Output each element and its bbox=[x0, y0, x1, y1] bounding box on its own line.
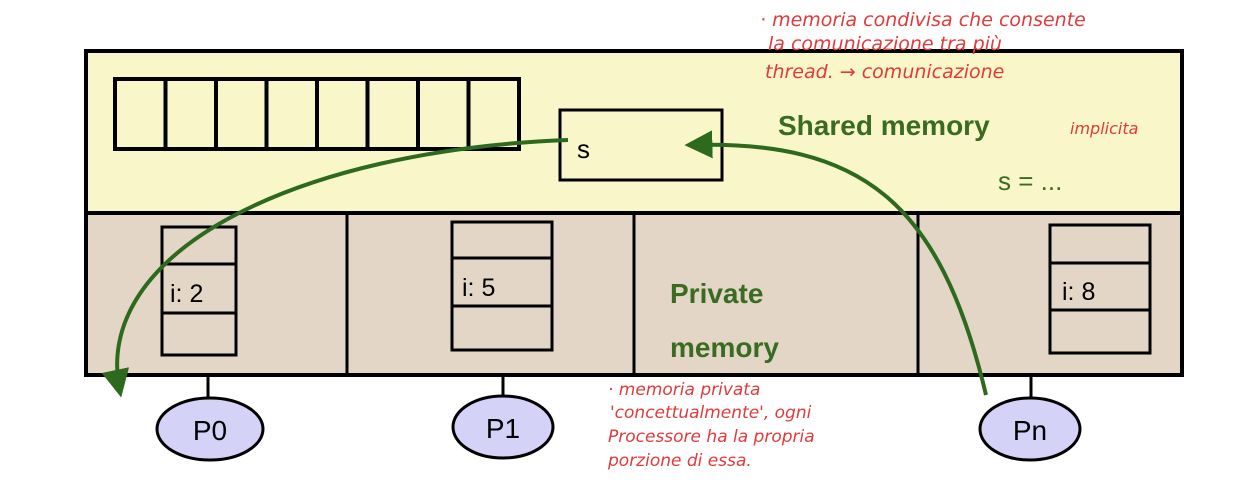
shared-array-cell bbox=[466, 77, 521, 151]
shared-array-cell bbox=[315, 77, 370, 151]
private-cell-value: i: 8 bbox=[1062, 278, 1095, 306]
handwritten-note-shared: · memoria condivisa che consente la comu… bbox=[760, 9, 1138, 138]
note-line: porzione di essa. bbox=[607, 451, 752, 471]
note-line: implicita bbox=[1070, 119, 1138, 138]
processor-p1: P1 bbox=[451, 394, 555, 460]
private-stack-pn: i: 8 bbox=[1048, 223, 1152, 355]
private-cell-value: i: 2 bbox=[170, 280, 203, 308]
private-stack-p0: i: 2 bbox=[160, 225, 238, 357]
arrow-shared-s-to-p0 bbox=[101, 138, 569, 398]
processor-label: P0 bbox=[193, 415, 227, 446]
private-cell-value: i: 5 bbox=[462, 274, 495, 302]
handwritten-note-private: · memoria privata 'concettualmente', ogn… bbox=[607, 380, 815, 471]
processor-p0: P0 bbox=[155, 396, 265, 462]
shared-array-cell bbox=[113, 77, 168, 151]
processor-label: Pn bbox=[1013, 415, 1047, 446]
note-line: la comunicazione tra più bbox=[768, 33, 1002, 55]
private-memory-label-line1: Private bbox=[670, 278, 763, 309]
shared-array-cell bbox=[264, 77, 319, 151]
shared-array-cell bbox=[416, 77, 471, 151]
note-line: Processore ha la propria bbox=[608, 427, 815, 447]
shared-memory-label: Shared memory bbox=[778, 110, 990, 141]
note-line: thread. → comunicazione bbox=[765, 61, 1004, 83]
note-line: · memoria privata bbox=[608, 380, 760, 400]
shared-array bbox=[113, 77, 521, 151]
private-stack-p1: i: 5 bbox=[450, 220, 554, 352]
shared-array-cell bbox=[163, 77, 218, 151]
note-line: 'concettualmente', ogni bbox=[610, 403, 812, 423]
shared-array-cell bbox=[365, 77, 420, 151]
shared-array-cell bbox=[214, 77, 269, 151]
arrow-pn-to-shared-s bbox=[684, 130, 988, 396]
processor-pn: Pn bbox=[978, 396, 1082, 462]
shared-assignment-label: s = ... bbox=[998, 166, 1062, 196]
shared-variable-label: s bbox=[577, 134, 590, 164]
processor-label: P1 bbox=[486, 413, 520, 444]
note-line: · memoria condivisa che consente bbox=[760, 9, 1086, 31]
private-memory-label-line2: memory bbox=[670, 332, 779, 363]
